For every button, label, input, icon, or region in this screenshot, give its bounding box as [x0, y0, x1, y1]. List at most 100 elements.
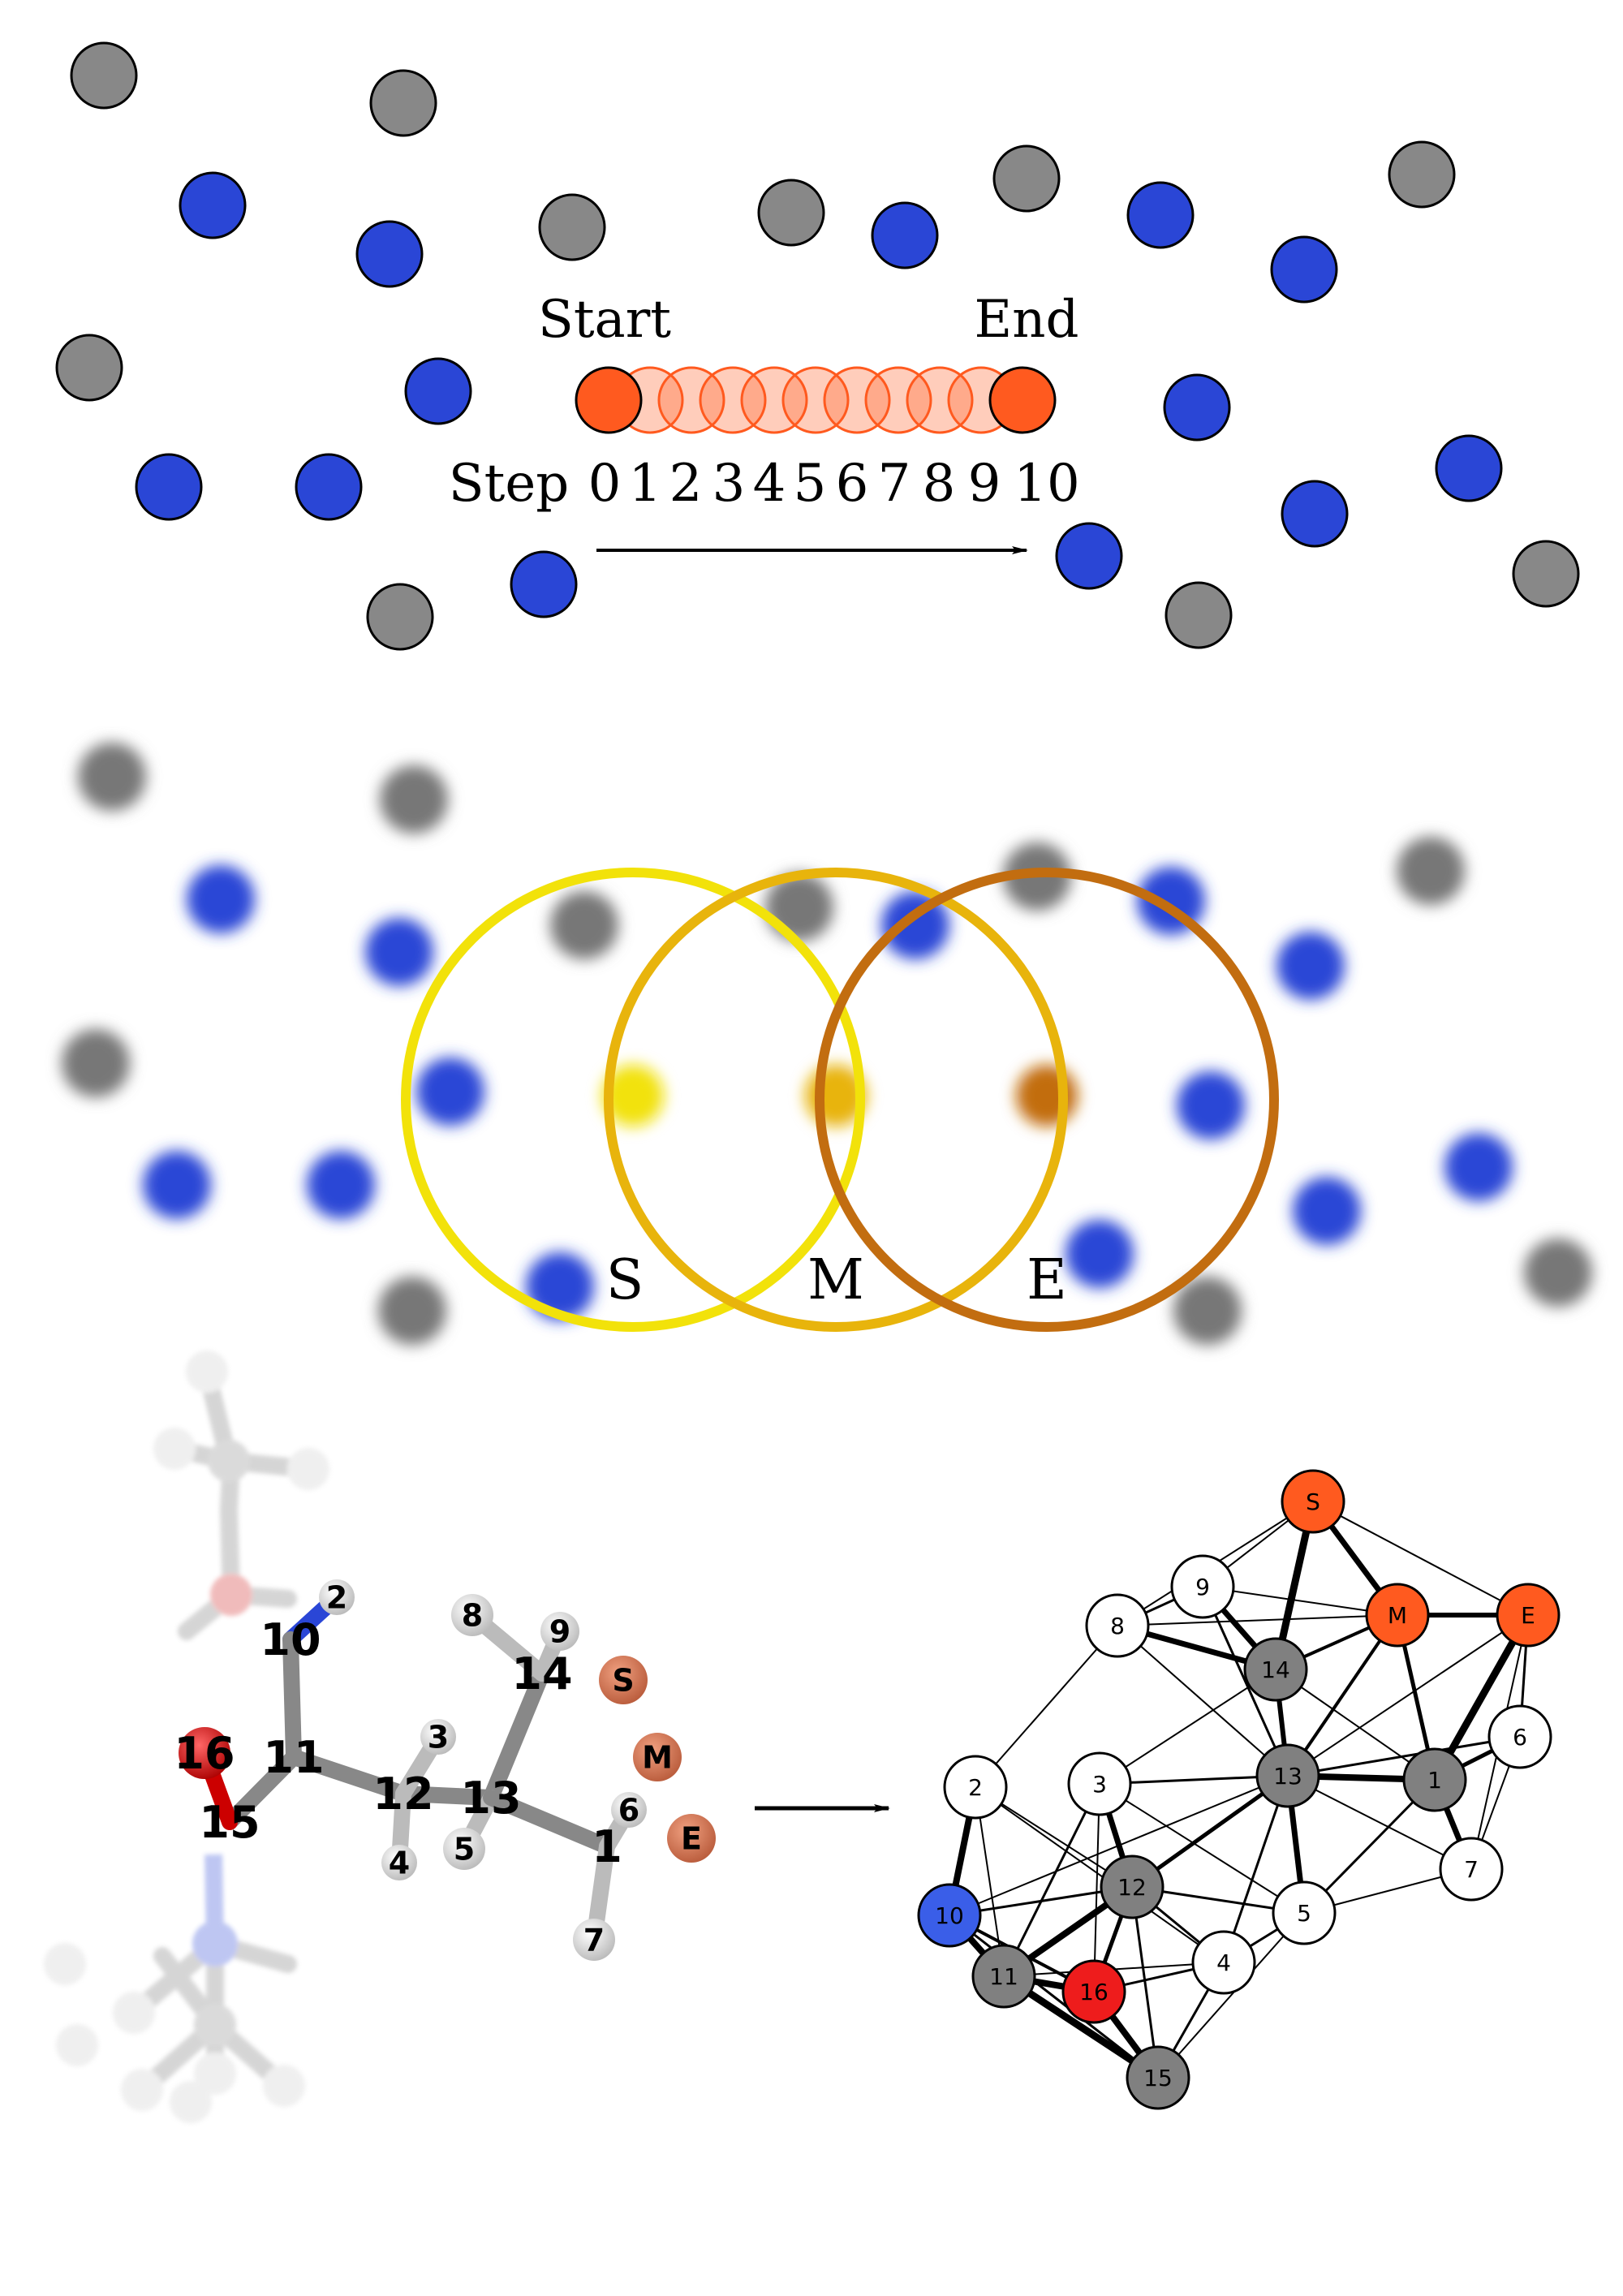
graph-node	[1365, 1583, 1430, 1648]
start-probe	[575, 366, 643, 434]
graph-node-label: 6	[1513, 1724, 1527, 1751]
bond	[286, 1749, 411, 1802]
graph-edge	[1099, 1783, 1305, 1914]
graph-edge	[949, 1914, 1159, 2079]
step-number: 1	[629, 454, 662, 514]
grey-atom	[366, 583, 434, 651]
graph-edge	[1117, 1625, 1289, 1777]
blue-atom	[179, 171, 247, 239]
graph-node-label: 5	[1297, 1900, 1311, 1927]
blue-atom	[1163, 373, 1231, 442]
graph-node-label: 2	[968, 1774, 983, 1801]
graph-edge	[1157, 1912, 1305, 2078]
grey-atom	[369, 69, 437, 137]
graph-node	[1067, 1751, 1132, 1816]
ring-label: E	[1027, 1248, 1067, 1312]
molecule-atom-label: 13	[460, 1773, 521, 1824]
probe-ring	[604, 868, 1068, 1332]
graph-node-label: E	[1521, 1602, 1535, 1629]
blue-atom	[404, 357, 472, 425]
molecule-atom	[443, 1828, 485, 1870]
ring-label: M	[807, 1248, 864, 1312]
blue-atom	[510, 550, 578, 618]
molecule-atom	[611, 1792, 647, 1828]
graph-node	[943, 1755, 1008, 1820]
graph-node-label: 12	[1117, 1874, 1147, 1901]
faded-atom	[170, 2081, 212, 2123]
graph-node-label: 10	[935, 1902, 964, 1929]
bond	[483, 1790, 615, 1854]
graph-edge	[1117, 1614, 1398, 1626]
blue-atom	[1126, 181, 1195, 249]
faded-atom	[121, 2069, 163, 2111]
grey-atom	[992, 144, 1061, 213]
graph-node	[1126, 2045, 1190, 2110]
intermediate-probe	[657, 366, 725, 434]
graph-edge	[1312, 1501, 1529, 1616]
graph-edge	[1093, 1783, 1100, 1992]
blurred-blue-atom	[1444, 1133, 1513, 1201]
blurred-blue-atom	[416, 1058, 484, 1126]
graph-node	[917, 1883, 982, 1948]
faded-atom	[210, 1574, 252, 1616]
grey-atom	[55, 334, 123, 402]
graph-node-label: 11	[989, 1963, 1018, 1990]
molecule-atom-label: 2	[326, 1579, 347, 1615]
grey-atom	[70, 41, 138, 110]
molecule-atom-label: 16	[174, 1728, 235, 1779]
ring-label: S	[606, 1248, 644, 1312]
step-number: 9	[968, 454, 1001, 514]
faded-atom	[192, 1921, 238, 1966]
blurred-grey-atom	[1173, 1277, 1242, 1345]
blurred-probe-points	[602, 1065, 1078, 1126]
intermediate-probe	[906, 366, 974, 434]
graph-node	[1255, 1743, 1320, 1808]
end-label: End	[975, 290, 1079, 350]
faded-atom	[56, 2024, 98, 2066]
step-number: 5	[794, 454, 827, 514]
graph-node	[1085, 1593, 1150, 1658]
faded-atom	[287, 1448, 329, 1490]
molecule-atom-label: 10	[260, 1614, 321, 1665]
blue-atom	[1281, 480, 1349, 548]
grey-atom	[1165, 581, 1233, 649]
graph-edge	[1286, 1613, 1399, 1777]
graph-edge	[1287, 1775, 1472, 1870]
blue-atom	[295, 453, 363, 521]
faded-atom	[44, 1943, 86, 1985]
intermediate-probe	[864, 366, 932, 434]
graph-node	[1402, 1747, 1467, 1812]
blue-atom	[1055, 522, 1123, 590]
molecule-atom	[667, 1814, 716, 1863]
molecule-atom-label: 8	[462, 1597, 483, 1633]
probe-ring	[815, 868, 1279, 1332]
graph-node-label: M	[1388, 1602, 1407, 1629]
molecule-atom-label: 9	[549, 1613, 570, 1649]
blurred-blue-atom	[1177, 1071, 1245, 1139]
molecule-atom	[540, 1612, 579, 1651]
end-probe	[988, 366, 1057, 434]
intermediate-probe	[823, 366, 891, 434]
bond	[483, 1665, 550, 1806]
step-label: Step	[449, 454, 569, 514]
graph-node	[1281, 1469, 1345, 1534]
blurred-grey-atom	[550, 891, 618, 959]
graph-node	[1061, 1959, 1126, 2024]
step-number: 3	[712, 454, 746, 514]
graph-node	[1272, 1880, 1337, 1945]
molecule-atom	[381, 1845, 417, 1880]
graph-node-label: 8	[1110, 1613, 1125, 1639]
molecule-atom-label: 5	[454, 1831, 475, 1867]
graph-node-label: 3	[1092, 1771, 1107, 1798]
graph-node	[1487, 1704, 1552, 1769]
intermediate-probe	[781, 366, 850, 434]
molecule-atom	[179, 1727, 230, 1779]
molecule-atom-label: 15	[199, 1797, 260, 1848]
molecule-atom-label: M	[642, 1739, 673, 1775]
